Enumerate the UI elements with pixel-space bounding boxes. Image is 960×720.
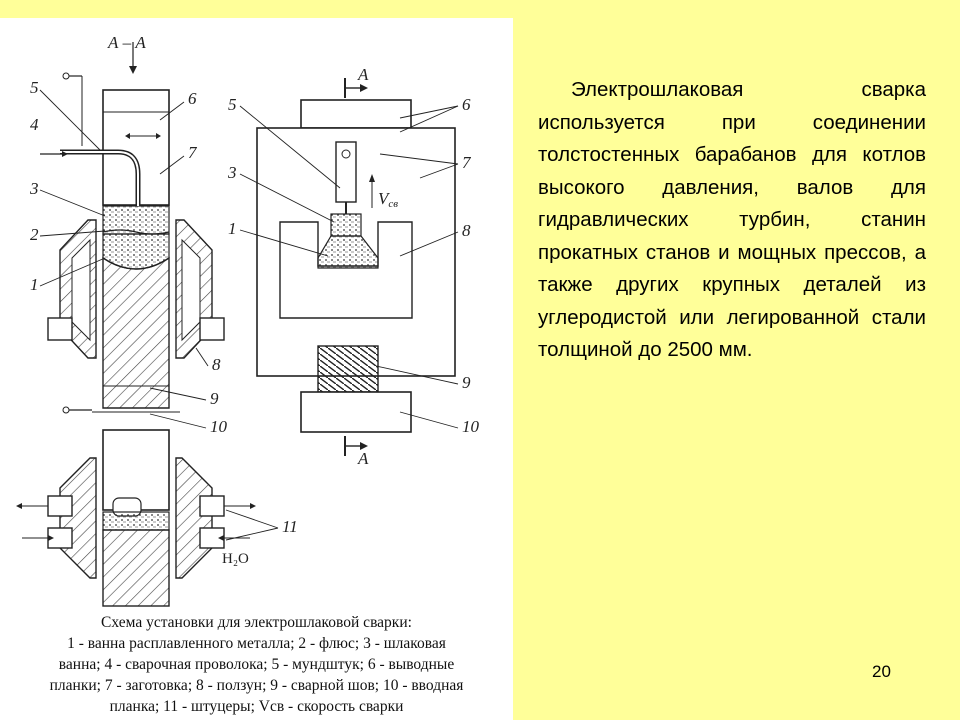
- callout-9-left: 9: [210, 389, 219, 408]
- section-label: А – А: [107, 33, 146, 52]
- callout-6-left: 6: [188, 89, 197, 108]
- callout-8-right: 8: [462, 221, 471, 240]
- water-label: H₂O: [222, 551, 249, 567]
- callout-10-left: 10: [210, 417, 228, 436]
- caption-line-5: планка; 11 - штуцеры; Vсв - скорость сва…: [109, 698, 404, 715]
- velocity-label: Vсв: [378, 189, 398, 210]
- caption-line-1: Схема установки для электрошлаковой свар…: [101, 614, 412, 631]
- caption-line-4: планки; 7 - заготовка; 8 - ползун; 9 - с…: [49, 677, 464, 694]
- figure-caption: Схема установки для электрошлаковой свар…: [0, 612, 513, 717]
- caption-line-3: ванна; 4 - сварочная проволока; 5 - мунд…: [58, 656, 455, 673]
- caption-line-2: 1 - ванна расплавленного металла; 2 - фл…: [67, 635, 446, 652]
- slide-body-text: Электрошлаковая сварка используется при …: [538, 78, 926, 361]
- callout-3-right: 3: [227, 163, 237, 182]
- callout-1-right: 1: [228, 219, 237, 238]
- callout-9-right: 9: [462, 373, 471, 392]
- callout-5-right: 5: [228, 95, 237, 114]
- callout-5-left: 5: [30, 78, 39, 97]
- welding-diagram-figure: А – А: [0, 18, 513, 720]
- callout-3-left: 3: [29, 179, 39, 198]
- callout-4-left: 4: [30, 115, 39, 134]
- section-marker-bottom: А: [357, 449, 369, 468]
- callout-8-left: 8: [212, 355, 221, 374]
- section-marker-top: А: [357, 65, 369, 84]
- callout-2-left: 2: [30, 225, 39, 244]
- page-number: 20: [872, 662, 891, 681]
- callout-10-right: 10: [462, 417, 480, 436]
- callout-7-right: 7: [462, 153, 472, 172]
- welding-setup-diagram: А – А: [16, 33, 480, 607]
- callout-1-left: 1: [30, 275, 39, 294]
- callout-11: 11: [282, 517, 298, 536]
- callout-7-left: 7: [188, 143, 198, 162]
- callout-6-right: 6: [462, 95, 471, 114]
